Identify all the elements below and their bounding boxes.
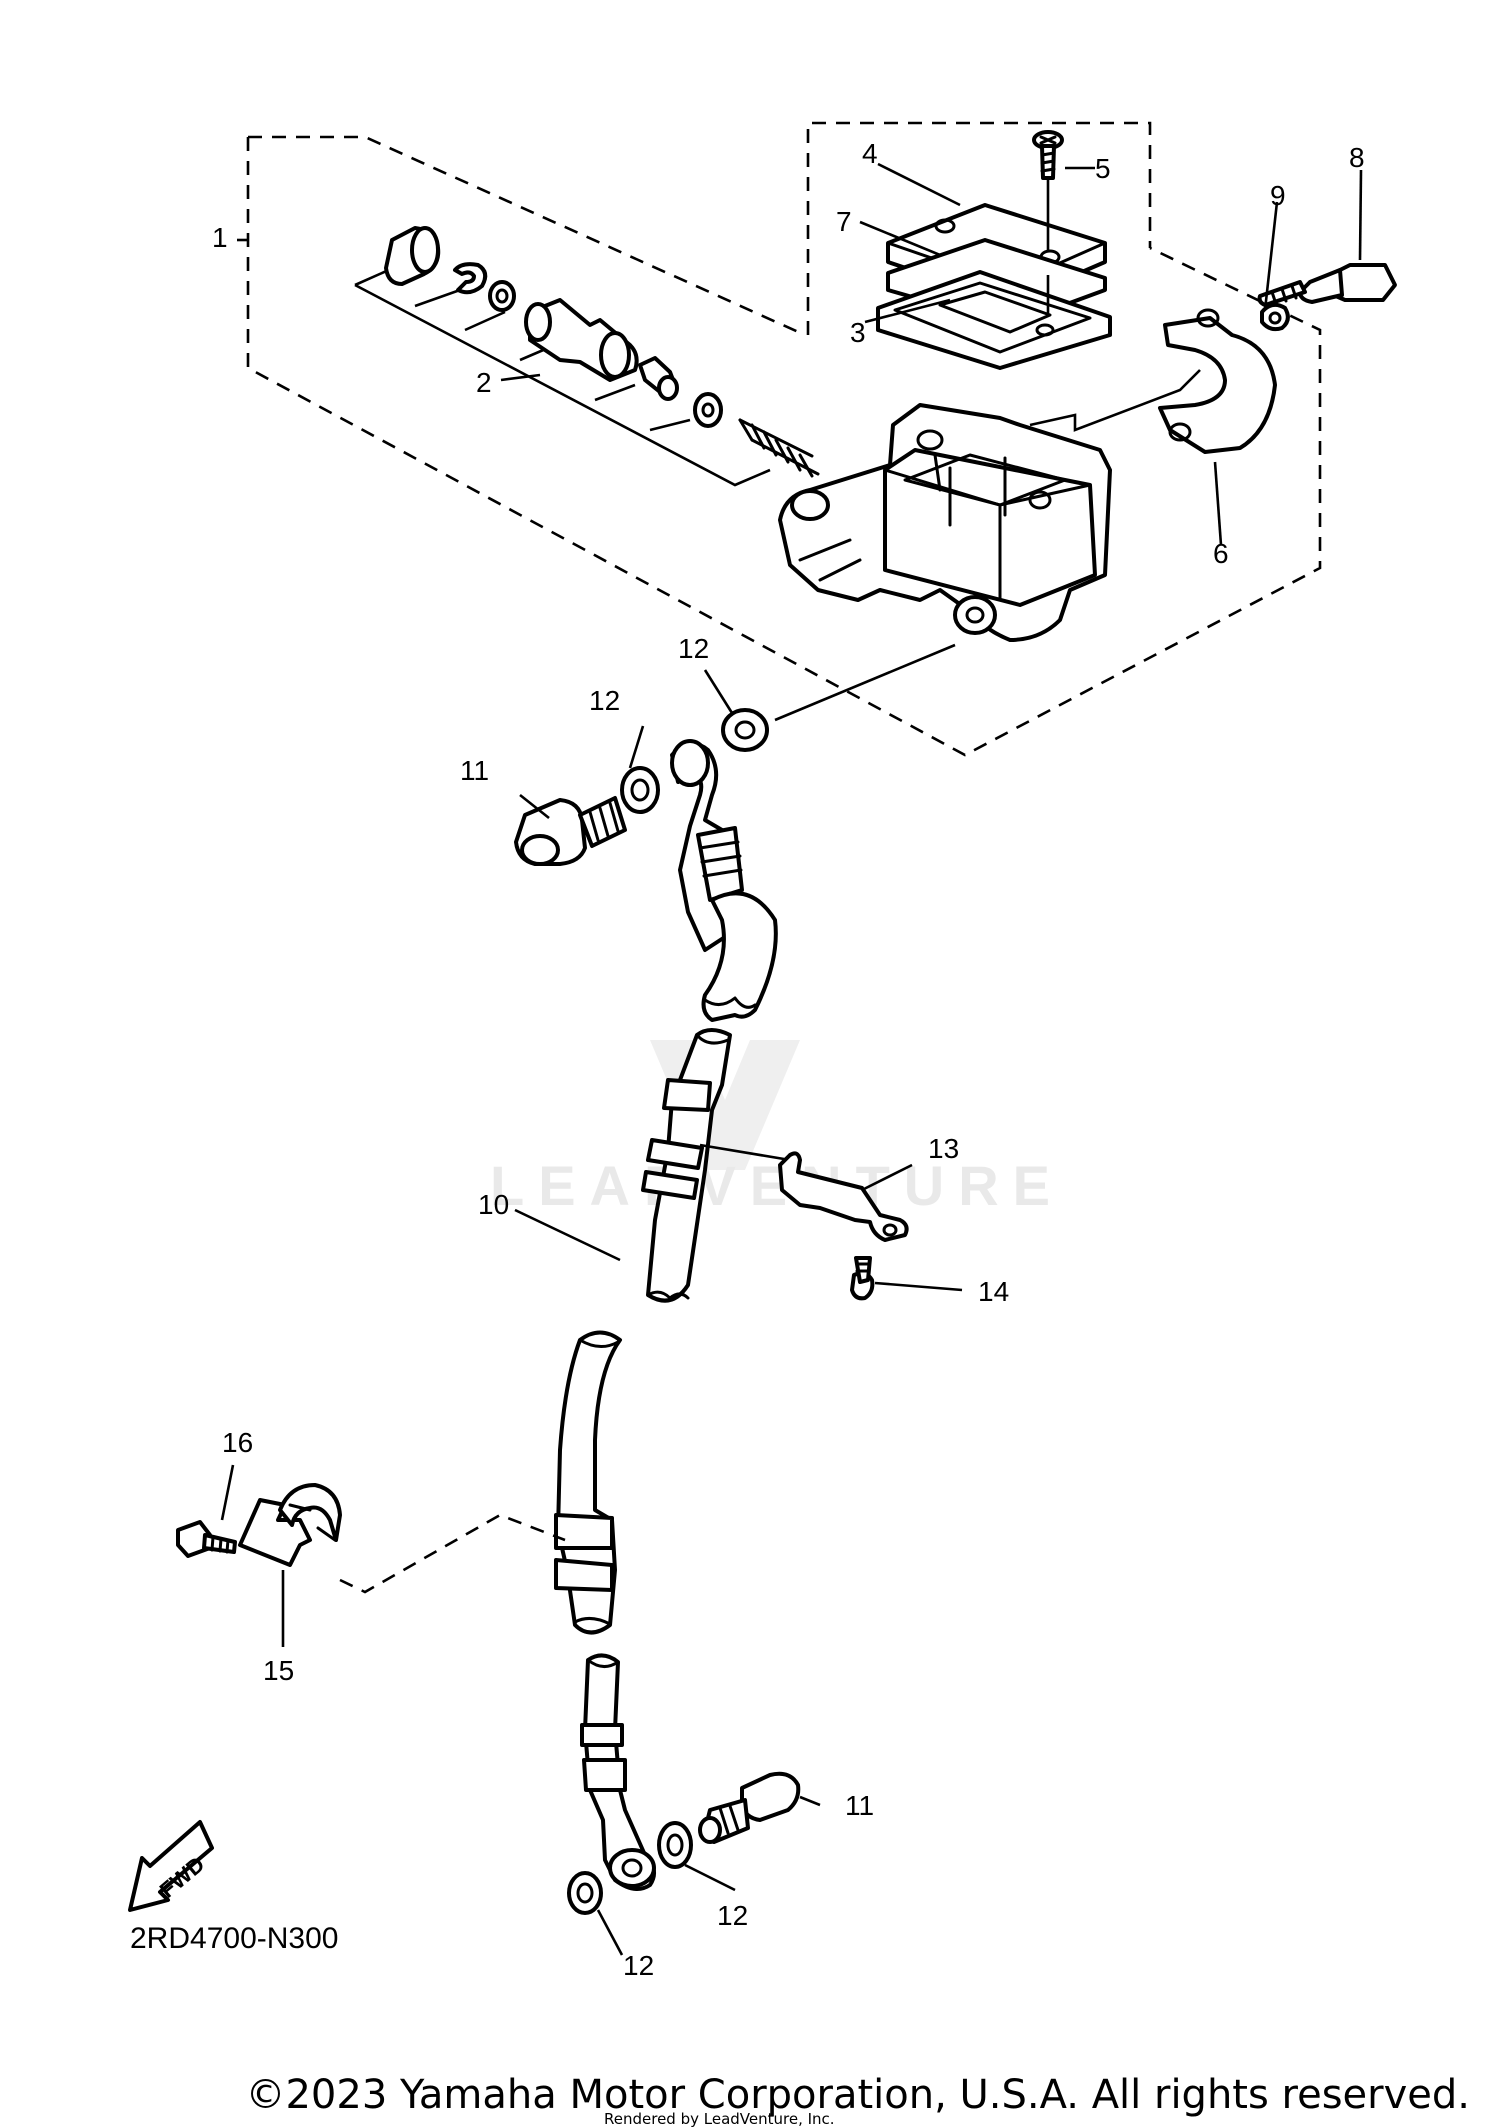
piston [524, 298, 679, 401]
washer-12-top-right [721, 708, 769, 752]
callout-16: 16 [222, 1427, 253, 1458]
callout-12-top-right: 12 [678, 633, 709, 664]
brake-hose [554, 739, 778, 1891]
reservoir-cap-group-outline [806, 121, 1152, 335]
union-bolt-bottom [698, 1771, 801, 1844]
hose-clamp-15 [238, 1483, 342, 1567]
callout-7: 7 [836, 206, 852, 237]
bolt-8 [1257, 263, 1397, 307]
callout-11-bottom: 11 [845, 1790, 874, 1821]
master-cylinder-body [778, 403, 1112, 642]
callout-4: 4 [862, 138, 878, 169]
copyright-notice: ©2023 Yamaha Motor Corporation, U.S.A. A… [245, 2072, 1470, 2118]
diagram-code: 2RD4700-N300 [130, 1922, 338, 1955]
hose-guide-13 [778, 1151, 909, 1242]
watermark-text: LEADVENTURE [490, 1154, 1064, 1217]
rendered-by-credit: Rendered by LeadVenture, Inc. [604, 2110, 835, 2128]
callout-10: 10 [478, 1189, 509, 1220]
master-cylinder-assembly-outline [246, 135, 1322, 757]
body-to-clamp-leader [1029, 369, 1201, 432]
callout-2: 2 [476, 367, 492, 398]
washer-9 [1260, 302, 1290, 332]
callout-leaders [220, 162, 1363, 1956]
bolt-14 [850, 1256, 875, 1301]
callout-15: 15 [263, 1655, 294, 1686]
spring [738, 418, 820, 478]
watermark-logo: LEADVENTURE [490, 1040, 1064, 1217]
callout-8: 8 [1349, 142, 1365, 173]
callout-6: 6 [1213, 538, 1229, 569]
piston-cup [693, 392, 723, 428]
lever-holder [1158, 308, 1277, 454]
bolt-16 [176, 1520, 237, 1558]
washer-12-bottom-left [567, 1871, 603, 1915]
washer-small [488, 280, 516, 312]
circlip [453, 262, 488, 295]
dust-boot [384, 226, 441, 286]
callout-3: 3 [850, 317, 866, 348]
callout-numbers: 1 2 3 4 5 6 7 8 9 10 11 11 12 12 12 12 1… [212, 138, 1365, 1981]
washer-12-bottom-right [657, 1821, 693, 1869]
callout-1: 1 [212, 222, 228, 253]
piston-kit-guide-lines [354, 263, 771, 487]
callout-13: 13 [928, 1133, 959, 1164]
callout-9: 9 [1270, 180, 1286, 211]
washer-12-top-left [620, 766, 660, 814]
callout-14: 14 [978, 1276, 1009, 1307]
callout-11-top: 11 [460, 755, 489, 786]
callout-12-top-left: 12 [589, 685, 620, 716]
diaphragm [876, 270, 1112, 370]
callout-12-bottom-right: 12 [717, 1900, 748, 1931]
hose-to-washer-leader [699, 1143, 791, 1162]
cap-screw [1032, 130, 1064, 180]
clamp-to-hose-leader [339, 1513, 566, 1594]
washer-to-body-leader [774, 643, 956, 722]
fwd-arrow-icon: FWD [128, 1820, 214, 1912]
callout-12-bottom-left: 12 [623, 1950, 654, 1981]
callout-5: 5 [1095, 153, 1111, 184]
union-bolt-top [514, 796, 627, 866]
